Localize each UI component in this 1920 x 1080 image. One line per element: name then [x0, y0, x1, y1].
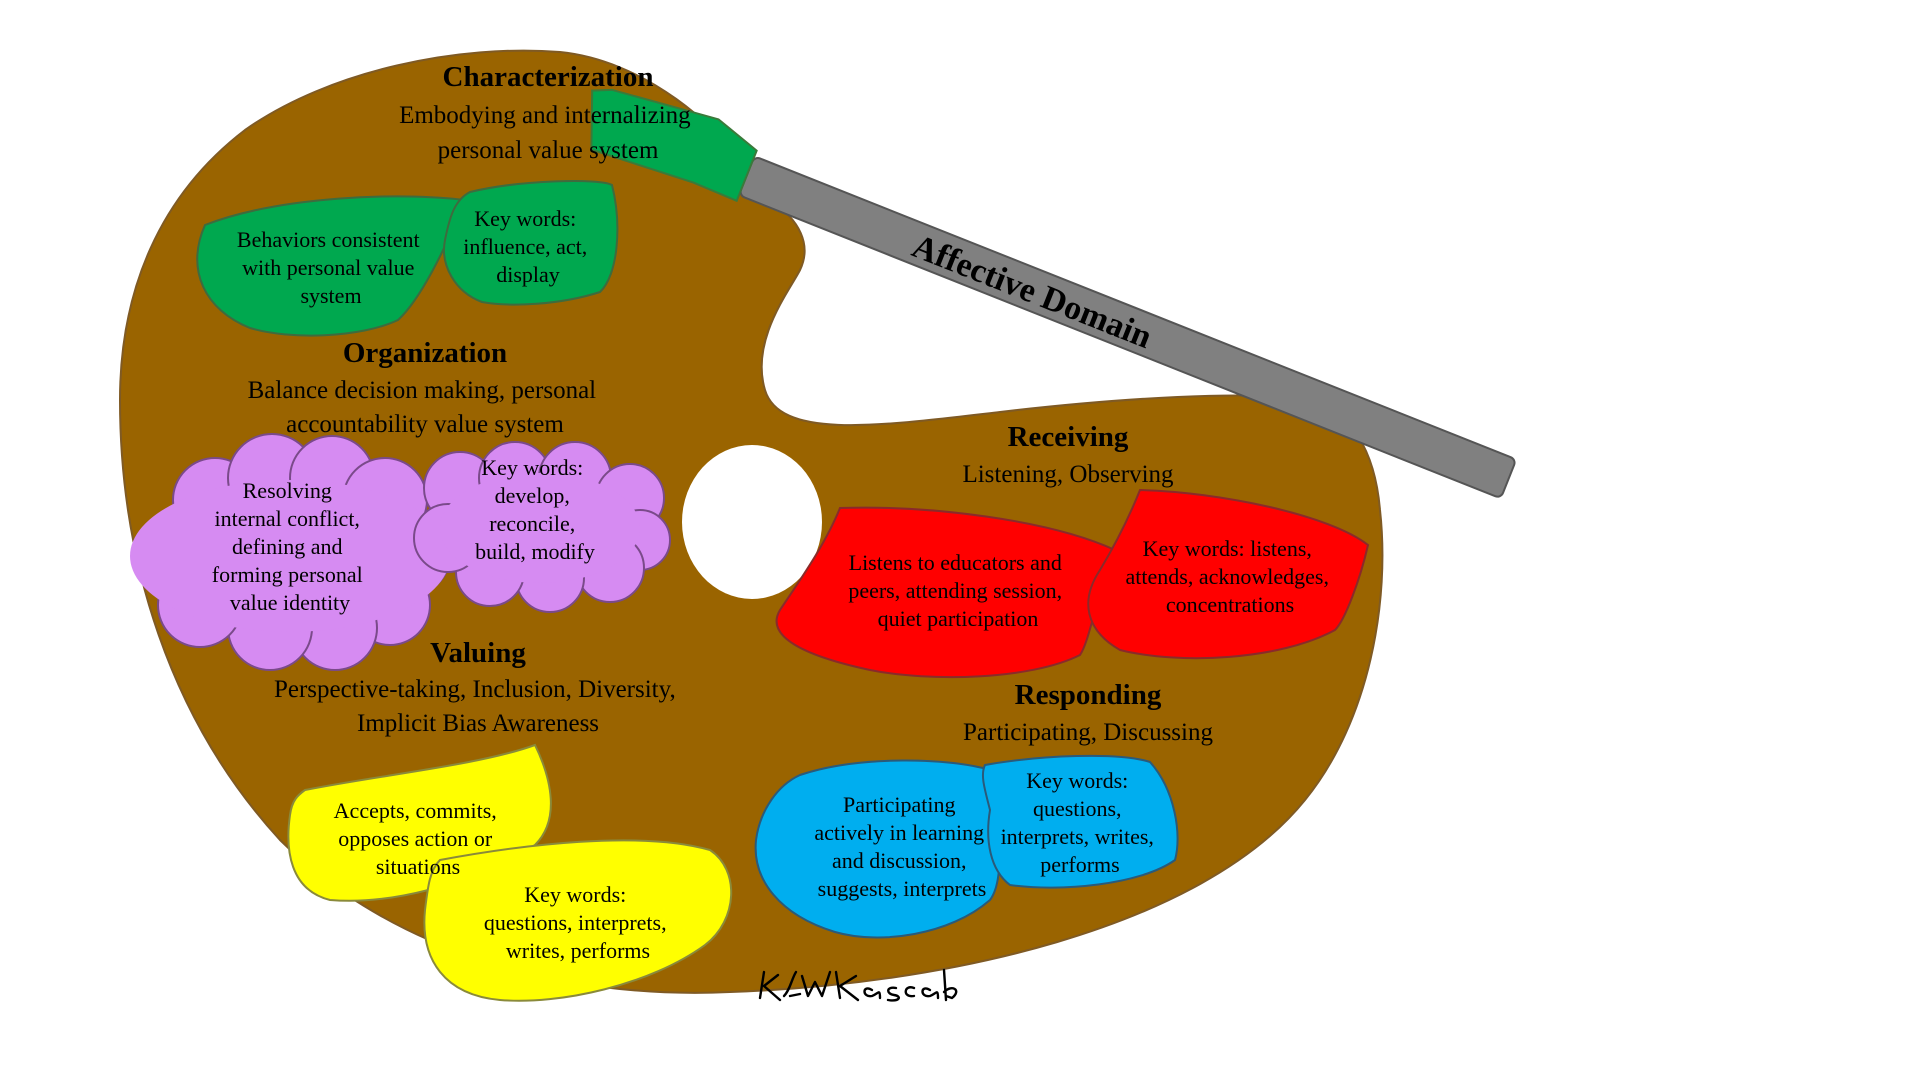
level-characterization: Characterization Embodying and internali… — [196, 61, 697, 337]
responding-keywords-text: Key words: questions, interprets, writes… — [1001, 768, 1160, 877]
organization-subtitle: Balance decision making, personal accoun… — [248, 377, 603, 438]
valuing-behavior-text: Accepts, commits, opposes action or situ… — [334, 798, 503, 879]
characterization-title: Characterization — [443, 61, 654, 93]
responding-subtitle: Participating, Discussing — [963, 719, 1213, 746]
organization-behavior-cloud — [130, 433, 451, 671]
organization-keywords-text: Key words: develop, reconcile, build, mo… — [475, 455, 595, 564]
receiving-keywords-text: Key words: listens, attends, acknowledge… — [1126, 536, 1335, 617]
organization-keywords-cloud — [413, 441, 671, 613]
valuing-subtitle: Perspective-taking, Inclusion, Diversity… — [274, 676, 682, 737]
responding-keywords-blob — [981, 754, 1179, 889]
characterization-behavior-text: Behaviors consistent with personal value… — [237, 227, 425, 308]
characterization-behavior-blob — [196, 195, 467, 337]
receiving-subtitle: Listening, Observing — [962, 461, 1174, 488]
level-responding: Responding Participating, Discussing Par… — [754, 679, 1213, 939]
organization-behavior-text: Resolving internal conflict, defining an… — [212, 478, 368, 615]
receiving-keywords-blob — [1087, 488, 1370, 660]
signature — [758, 968, 958, 1002]
valuing-keywords-blob — [423, 839, 733, 1002]
level-organization: Organization Balance decision making, pe… — [130, 337, 671, 671]
palette-thumb-hole — [682, 445, 822, 599]
brush-bristles — [590, 88, 758, 203]
receiving-behavior-text: Listens to educators and peers, attendin… — [848, 550, 1067, 631]
responding-behavior-blob — [754, 759, 1001, 939]
brush-label: Affective Domain — [907, 228, 1157, 356]
level-receiving: Receiving Listening, Observing Listens t… — [775, 421, 1370, 679]
characterization-subtitle: Embodying and internalizing personal val… — [399, 102, 697, 164]
characterization-keywords-text: Key words: influence, act, display — [463, 206, 593, 287]
characterization-keywords-blob — [443, 179, 619, 306]
responding-behavior-text: Participating actively in learning and d… — [814, 792, 989, 901]
level-valuing: Valuing Perspective-taking, Inclusion, D… — [274, 637, 733, 1002]
receiving-title: Receiving — [1008, 421, 1129, 453]
valuing-keywords-text: Key words: questions, interprets, writes… — [484, 882, 672, 963]
responding-title: Responding — [1015, 679, 1162, 711]
receiving-behavior-blob — [775, 506, 1117, 679]
organization-title: Organization — [343, 337, 507, 369]
valuing-title: Valuing — [430, 637, 526, 669]
